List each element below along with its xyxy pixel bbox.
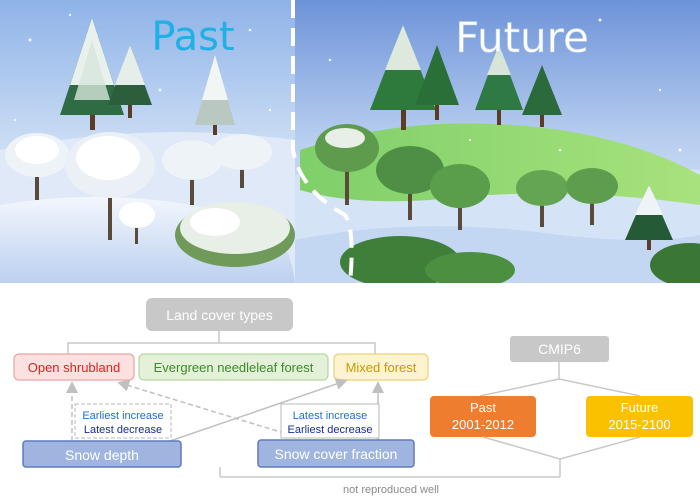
cmip6-box: CMIP6 <box>510 336 609 362</box>
cmip6-label: CMIP6 <box>538 341 581 357</box>
snowflakes <box>13 13 682 152</box>
right-note-box: Latest increase Earliest decrease <box>280 403 380 439</box>
evergreen-needleleaf-forest-box: Evergreen needleleaf forest <box>138 353 329 381</box>
past-future-divider <box>291 0 354 283</box>
right-note-line1: Latest increase <box>293 410 368 422</box>
snow-depth-box: Snow depth <box>22 440 182 468</box>
evergreen-needleleaf-forest-label: Evergreen needleleaf forest <box>154 360 314 375</box>
past-snowy-shrub <box>175 202 295 267</box>
left-note-line2: Latest decrease <box>84 424 162 436</box>
land-cover-brace <box>67 331 376 355</box>
future-shrubs <box>340 236 700 283</box>
left-note-box: Earliest increase Latest decrease <box>74 403 172 439</box>
right-note-line2: Earliest decrease <box>288 424 373 436</box>
mixed-forest-box: Mixed forest <box>333 353 429 381</box>
future-period-label: Future <box>621 400 659 415</box>
left-note-line1: Earliest increase <box>82 410 163 422</box>
future-period-years: 2015-2100 <box>608 417 670 432</box>
arrow-snow-cover-to-open-shrubland <box>117 379 301 439</box>
past-period-years: 2001-2012 <box>452 417 514 432</box>
future-label: Future <box>455 13 589 62</box>
past-conifer-tree <box>108 45 152 118</box>
open-shrubland-label: Open shrubland <box>28 360 121 375</box>
cmip6-connector <box>479 362 641 397</box>
past-conifer-tree <box>60 18 124 130</box>
not-reproduced-well-label: not reproduced well <box>343 484 439 496</box>
land-cover-types-label: Land cover types <box>166 307 273 323</box>
land-cover-types-box: Land cover types <box>146 298 293 331</box>
past-conifer-tree <box>195 55 235 135</box>
future-conifer-trees <box>370 25 673 250</box>
snow-cover-fraction-box: Snow cover fraction <box>257 439 415 468</box>
open-shrubland-box: Open shrubland <box>13 353 135 381</box>
mixed-forest-label: Mixed forest <box>346 360 417 375</box>
past-period-label: Past <box>470 400 496 415</box>
past-period-box: Past 2001-2012 <box>430 396 536 437</box>
arrow-snow-depth-to-mixed-forest <box>169 378 348 442</box>
future-period-box: Future 2015-2100 <box>586 396 693 437</box>
snow-depth-label: Snow depth <box>65 447 139 463</box>
winter-landscape-illustration: Past Future <box>0 0 700 283</box>
land-cover-snow-diagram: Land cover types Open shrubland Evergree… <box>13 298 693 496</box>
snow-cover-fraction-label: Snow cover fraction <box>275 446 398 462</box>
bottom-connector <box>219 436 641 478</box>
future-deciduous-trees <box>315 124 618 230</box>
past-label: Past <box>151 14 234 60</box>
past-snowy-deciduous-trees <box>5 132 272 244</box>
